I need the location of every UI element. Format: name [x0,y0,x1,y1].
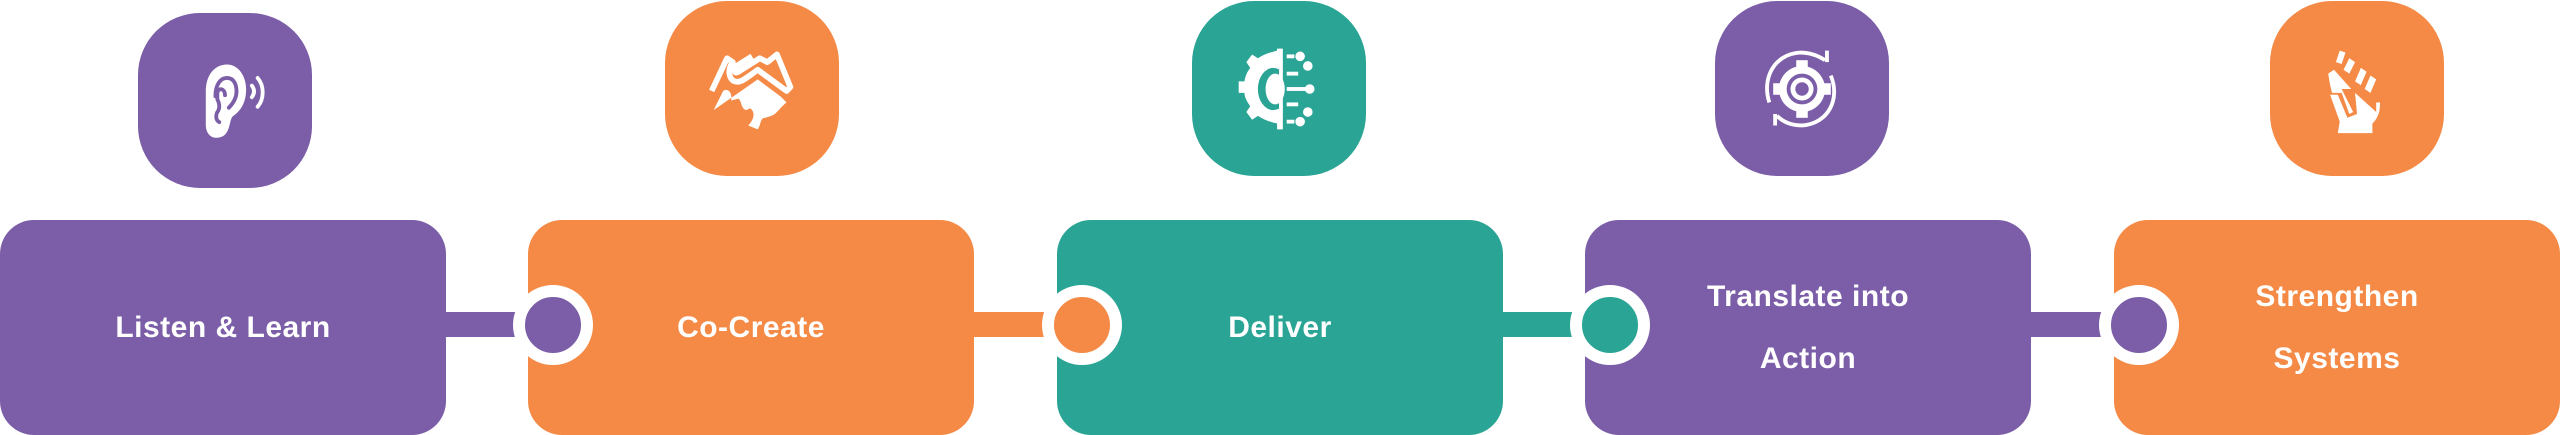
connector-node-3 [1570,285,1650,365]
step-label: Listen & Learn [115,310,331,344]
handshake-icon [709,51,794,129]
step-deliver: Deliver [1057,220,1503,435]
step-label: Strengthen Systems [2255,279,2419,375]
step-label: Deliver [1228,310,1332,344]
step-strengthen-systems: Strengthen Systems [2114,220,2560,435]
gear-circuit-icon [1238,48,1315,129]
step-4-icon-tile [1715,1,1889,176]
gear-cycle-icon [1765,50,1837,127]
step-listen-and-learn: Listen & Learn [0,220,446,435]
connector-node-1 [513,285,593,365]
step-label: Translate into Action [1706,279,1910,375]
step-1-icon-tile [138,13,312,188]
step-2-icon-tile [665,1,839,176]
ear-icon [205,64,265,138]
step-5-icon-tile [2270,1,2444,176]
step-co-create: Co-Create [528,220,974,435]
connector-node-4 [2099,285,2179,365]
step-label: Co-Create [677,310,825,344]
step-3-icon-tile [1192,1,1366,176]
raised-fist-icon [2328,50,2381,133]
connector-node-2 [1042,285,1122,365]
step-translate-into-action: Translate into Action [1585,220,2031,435]
